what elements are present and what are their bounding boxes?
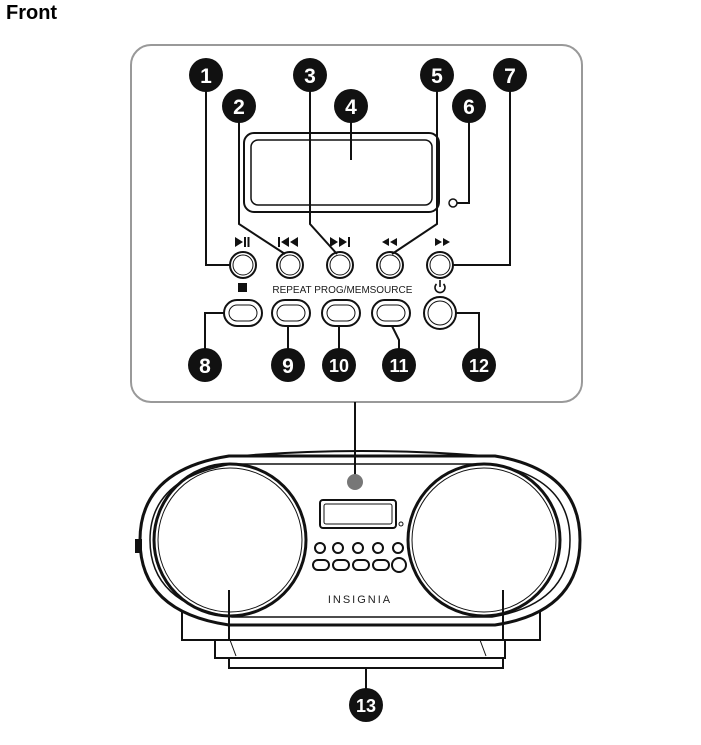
leader-lines [204,75,511,690]
power-icon [434,280,446,294]
callout-8: 8 [188,348,222,382]
top-row-icons [235,237,450,247]
play-pause-icon [235,237,250,247]
svg-text:12: 12 [469,356,489,376]
svg-text:13: 13 [356,696,376,716]
svg-text:1: 1 [200,65,212,88]
callout-2: 2 [222,89,256,123]
callout-4: 4 [334,89,368,123]
source-button [371,299,411,327]
source-label: SOURCE [370,285,413,296]
svg-text:2: 2 [233,96,245,119]
fast-forward-icon [435,238,450,246]
repeat-button [271,299,311,327]
svg-text:3: 3 [304,65,316,88]
fast-forward-button [426,251,454,279]
zoom-panel-frame [130,44,583,403]
repeat-label: REPEAT [272,285,311,296]
callout-12: 12 [462,348,496,382]
callout-9: 9 [271,348,305,382]
svg-text:8: 8 [199,355,211,378]
skip-back-icon [278,237,298,247]
svg-text:6: 6 [463,96,475,119]
callout-6: 6 [452,89,486,123]
svg-text:9: 9 [282,355,294,378]
callout-10: 10 [322,348,356,382]
skip-forward-icon [330,237,350,247]
display-window [243,132,440,213]
callout-13: 13 [349,688,383,722]
skip-forward-button [326,251,354,279]
power-button [423,296,457,330]
callout-11: 11 [382,348,416,382]
prog-mem-label: PROG/MEM [314,285,370,296]
rewind-button [376,251,404,279]
callout-5: 5 [420,58,454,92]
callout-3: 3 [293,58,327,92]
svg-text:5: 5 [431,65,443,88]
stop-icon [238,283,247,292]
indicator-light [448,198,458,208]
rewind-icon [382,238,397,246]
page-title: Front [6,2,58,24]
brand-logo: INSIGNIA [328,594,392,606]
skip-back-button [276,251,304,279]
boombox-illustration [135,450,582,659]
prog-mem-button [321,299,361,327]
callouts: 1 2 3 4 5 6 7 8 9 10 11 12 13 [188,58,527,722]
zoom-marker-dot [347,474,363,490]
play-pause-button [229,251,257,279]
svg-text:11: 11 [389,356,408,376]
svg-text:10: 10 [329,356,349,376]
callout-1: 1 [189,58,223,92]
svg-text:7: 7 [504,65,516,88]
svg-text:4: 4 [345,96,357,119]
stop-button [223,299,263,327]
callout-7: 7 [493,58,527,92]
